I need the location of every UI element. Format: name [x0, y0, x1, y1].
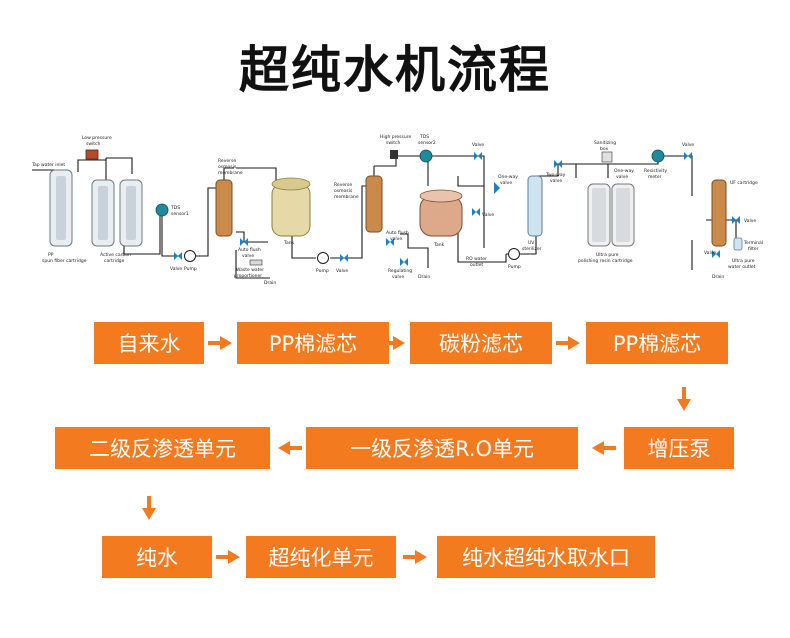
label-tap-water-inlet: Tap water inlet [31, 162, 65, 168]
step-booster-pump: 增压泵 [624, 427, 734, 469]
label-auto-flush-a: Auto flush [238, 247, 261, 253]
step-ro-stage-2: 二级反渗透单元 [55, 427, 270, 469]
label-drain-a: Drain [264, 280, 276, 286]
label-ro-membrane-a: Reverse [218, 158, 236, 164]
step-pp-filter-1: PP棉滤芯 [237, 322, 389, 364]
label-terminal-filter: Terminal [743, 240, 763, 246]
arrow-right-icon [556, 336, 580, 350]
label-regulating-valve-2: valve [392, 274, 404, 280]
label-tds-sensor2: TDS [419, 134, 429, 140]
label-valve-a: Valve [170, 266, 182, 272]
label-valve-d: Valve [482, 212, 494, 218]
label-tds-sensor2-2: sensor2 [418, 140, 436, 146]
label-terminal-filter-2: filter [748, 246, 759, 252]
label-ro-membrane-b: Reverse [334, 182, 352, 188]
label-low-pressure-switch-2: switch [86, 141, 101, 147]
label-ro-outlet-2: outlet [470, 262, 483, 268]
arrow-right-icon [208, 336, 232, 350]
label-one-way-valve-b: One-way [614, 168, 634, 174]
label-three-way-valve-2: valve [550, 178, 562, 184]
label-waste-water-a: Waste water [236, 267, 264, 273]
label-high-pressure: High pressure [380, 134, 411, 140]
label-ro-membrane-b-3: membrane [334, 194, 359, 200]
label-auto-flush-b: Auto flush [386, 230, 409, 236]
label-valve-c: Valve [472, 142, 484, 148]
arrow-down-icon [142, 496, 156, 520]
label-valve-g: Valve [704, 250, 716, 256]
arrow-right-icon [381, 336, 405, 350]
label-tank-b: Tank [433, 242, 445, 248]
label-one-way-valve-2: valve [500, 180, 512, 186]
label-resistivity-meter: Resistivity [644, 168, 667, 174]
arrow-down-icon [677, 387, 691, 411]
label-high-pressure-2: switch [386, 140, 401, 146]
label-uv-2: sterilizer [522, 246, 542, 252]
label-pump-c: Pump [508, 264, 521, 270]
arrow-left-icon [592, 441, 616, 455]
label-ultra-pure-cartridge-2: polishing resin cartridge [578, 258, 633, 264]
label-ro-membrane-a-3: membrane [218, 170, 243, 176]
label-three-way-valve: Two-way [545, 172, 566, 178]
label-valve-b: Valve [336, 268, 348, 274]
label-ultra-pure-outlet: Ultra pure [732, 258, 755, 264]
arrow-right-icon [403, 550, 427, 564]
label-ro-membrane-b-2: osmosis [334, 188, 353, 194]
arrow-left-icon [278, 441, 302, 455]
label-sanitizing-box-2: box [600, 146, 608, 152]
process-schematic: Tap water inlet PP spun fiber cartridge … [31, 134, 763, 286]
step-pure-water: 纯水 [102, 536, 212, 578]
label-waste-water-a-2: proportioner [234, 273, 262, 279]
label-ro-outlet: RO water [466, 256, 487, 262]
label-one-way-valve-b-2: valve [616, 174, 628, 180]
label-low-pressure-switch: Low pressure [82, 135, 112, 141]
label-pump-b: Pump [316, 268, 329, 274]
label-one-way-valve: One-way [498, 174, 518, 180]
step-ultra-purification: 超纯化单元 [246, 536, 396, 578]
label-tds-sensor1: TDS [170, 205, 180, 211]
label-active-carbon: Active carbon [100, 252, 131, 258]
page-title: 超纯水机流程 [239, 41, 551, 99]
arrow-right-icon [216, 550, 240, 564]
label-drain-b: Drain [418, 274, 430, 280]
label-sanitizing-box: Sanitizing [594, 140, 616, 146]
label-auto-flush-b-2: valve [390, 236, 402, 242]
label-pump-a: Pump [184, 266, 197, 272]
step-ro-stage-1: 一级反渗透R.O单元 [306, 427, 578, 469]
label-valve-f: Valve [744, 218, 756, 224]
step-carbon-filter: 碳粉滤芯 [410, 322, 552, 364]
label-pp-filter-2: spun fiber cartridge [42, 258, 87, 264]
step-tap-water: 自来水 [94, 322, 204, 364]
label-active-carbon-2: cartridge [104, 258, 125, 264]
label-regulating-valve: Regulating [388, 268, 412, 274]
label-ultra-pure-outlet-2: water outlet [728, 264, 756, 270]
label-drain-c: Drain [712, 274, 724, 280]
label-tank-a: Tank [283, 240, 295, 246]
label-valve-e: Valve [682, 142, 694, 148]
step-water-outlet: 纯水超纯水取水口 [437, 536, 655, 578]
label-ro-membrane-a-2: osmosis [218, 164, 237, 170]
label-resistivity-meter-2: meter [648, 174, 662, 180]
label-uv: UV [528, 240, 535, 246]
label-pp-filter: PP [48, 252, 54, 258]
step-pp-filter-2: PP棉滤芯 [586, 322, 728, 364]
label-auto-flush-a-2: valve [242, 253, 254, 259]
label-ultra-pure-cartridge: Ultra pure [596, 252, 619, 258]
label-tds-sensor1-2: sensor1 [171, 211, 189, 217]
label-uf-cartridge: UF cartridge [730, 180, 758, 186]
